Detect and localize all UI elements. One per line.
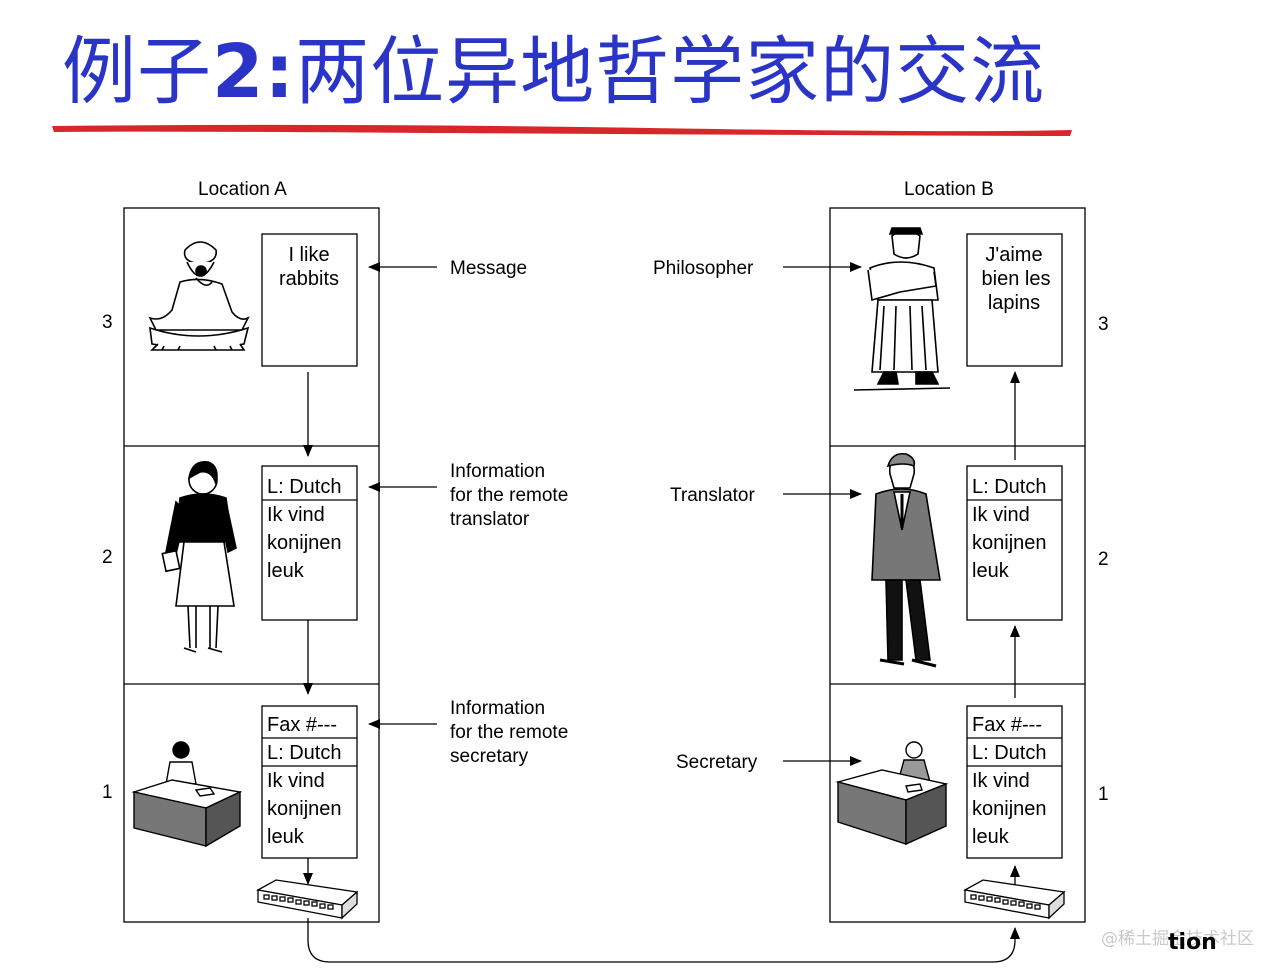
layer-1-right: 1 <box>1098 784 1109 805</box>
female-translator-figure <box>161 461 237 653</box>
info-translator-label: for the remote <box>450 485 568 506</box>
layer-1-left: 1 <box>102 782 113 803</box>
layer-2-right: 2 <box>1098 549 1109 570</box>
info-secretary-label: secretary <box>450 746 529 767</box>
right-fax-icon <box>963 879 1066 920</box>
right-message-line: bien les <box>982 268 1051 290</box>
philosopher-label: Philosopher <box>653 258 754 279</box>
right-secretary-line: leuk <box>972 826 1010 848</box>
right-message-box: J'aime bien les lapins <box>966 233 1063 367</box>
title-number: 2: <box>212 29 296 115</box>
left-secretary-line: Ik vind <box>267 770 325 792</box>
left-secretary-figure <box>131 741 243 848</box>
location-a-label: Location A <box>198 179 287 200</box>
layer-2-left: 2 <box>102 547 113 568</box>
right-secretary-line: Ik vind <box>972 770 1030 792</box>
left-translator-line: leuk <box>267 560 305 582</box>
layer-3-left: 3 <box>102 312 113 333</box>
right-message-line: lapins <box>988 292 1040 314</box>
seated-philosopher-figure <box>148 241 250 351</box>
transmission-link <box>307 918 1020 963</box>
left-translator-box: L: Dutch Ik vind konijnen leuk <box>261 465 358 621</box>
info-secretary-label: Information <box>450 698 545 719</box>
left-translator-line: Ik vind <box>267 504 325 526</box>
info-secretary-label: for the remote <box>450 722 568 743</box>
left-secretary-line: L: Dutch <box>267 742 341 764</box>
corner-text: tion <box>1168 930 1217 955</box>
title-underline <box>52 124 1072 136</box>
right-secretary-line: Fax #--- <box>972 714 1042 736</box>
right-translator-line: konijnen <box>972 532 1047 554</box>
info-translator-label: Information <box>450 461 545 482</box>
right-translator-line: Ik vind <box>972 504 1030 526</box>
info-translator-label: translator <box>450 509 530 530</box>
left-secretary-line: konijnen <box>267 798 342 820</box>
male-translator-figure <box>871 452 941 668</box>
left-fax-icon <box>256 879 359 920</box>
left-message-box: I like rabbits <box>261 233 358 367</box>
location-b-stack <box>829 207 1086 923</box>
right-message-line: J'aime <box>985 244 1042 266</box>
left-message-line: rabbits <box>279 268 339 290</box>
layer-3-right: 3 <box>1098 314 1109 335</box>
right-secretary-figure <box>835 741 949 846</box>
translator-label: Translator <box>670 485 755 506</box>
location-a-stack <box>123 207 380 923</box>
left-secretary-line: Fax #--- <box>267 714 337 736</box>
right-secretary-box: Fax #--- L: Dutch Ik vind konijnen leuk <box>966 705 1063 859</box>
right-secretary-line: konijnen <box>972 798 1047 820</box>
right-translator-line: leuk <box>972 560 1010 582</box>
flow-arrows <box>303 262 1020 963</box>
left-message-line: I like <box>288 244 329 266</box>
slide-title: 例子2:两位异地哲学家的交流 <box>62 24 1045 120</box>
left-translator-line: konijnen <box>267 532 342 554</box>
title-prefix: 例子 <box>62 29 212 115</box>
right-secretary-line: L: Dutch <box>972 742 1046 764</box>
secretary-label: Secretary <box>676 752 758 773</box>
title-rest: 两位异地哲学家的交流 <box>295 29 1046 115</box>
location-b-label: Location B <box>904 179 994 200</box>
standing-philosopher-figure <box>853 227 951 391</box>
left-secretary-box: Fax #--- L: Dutch Ik vind konijnen leuk <box>261 705 358 859</box>
right-translator-box: L: Dutch Ik vind konijnen leuk <box>966 465 1063 621</box>
left-secretary-line: leuk <box>267 826 305 848</box>
left-translator-line: L: Dutch <box>267 476 341 498</box>
watermark-text: @稀土掘金技术社区 <box>1101 929 1254 949</box>
message-label: Message <box>450 258 527 279</box>
right-translator-line: L: Dutch <box>972 476 1046 498</box>
